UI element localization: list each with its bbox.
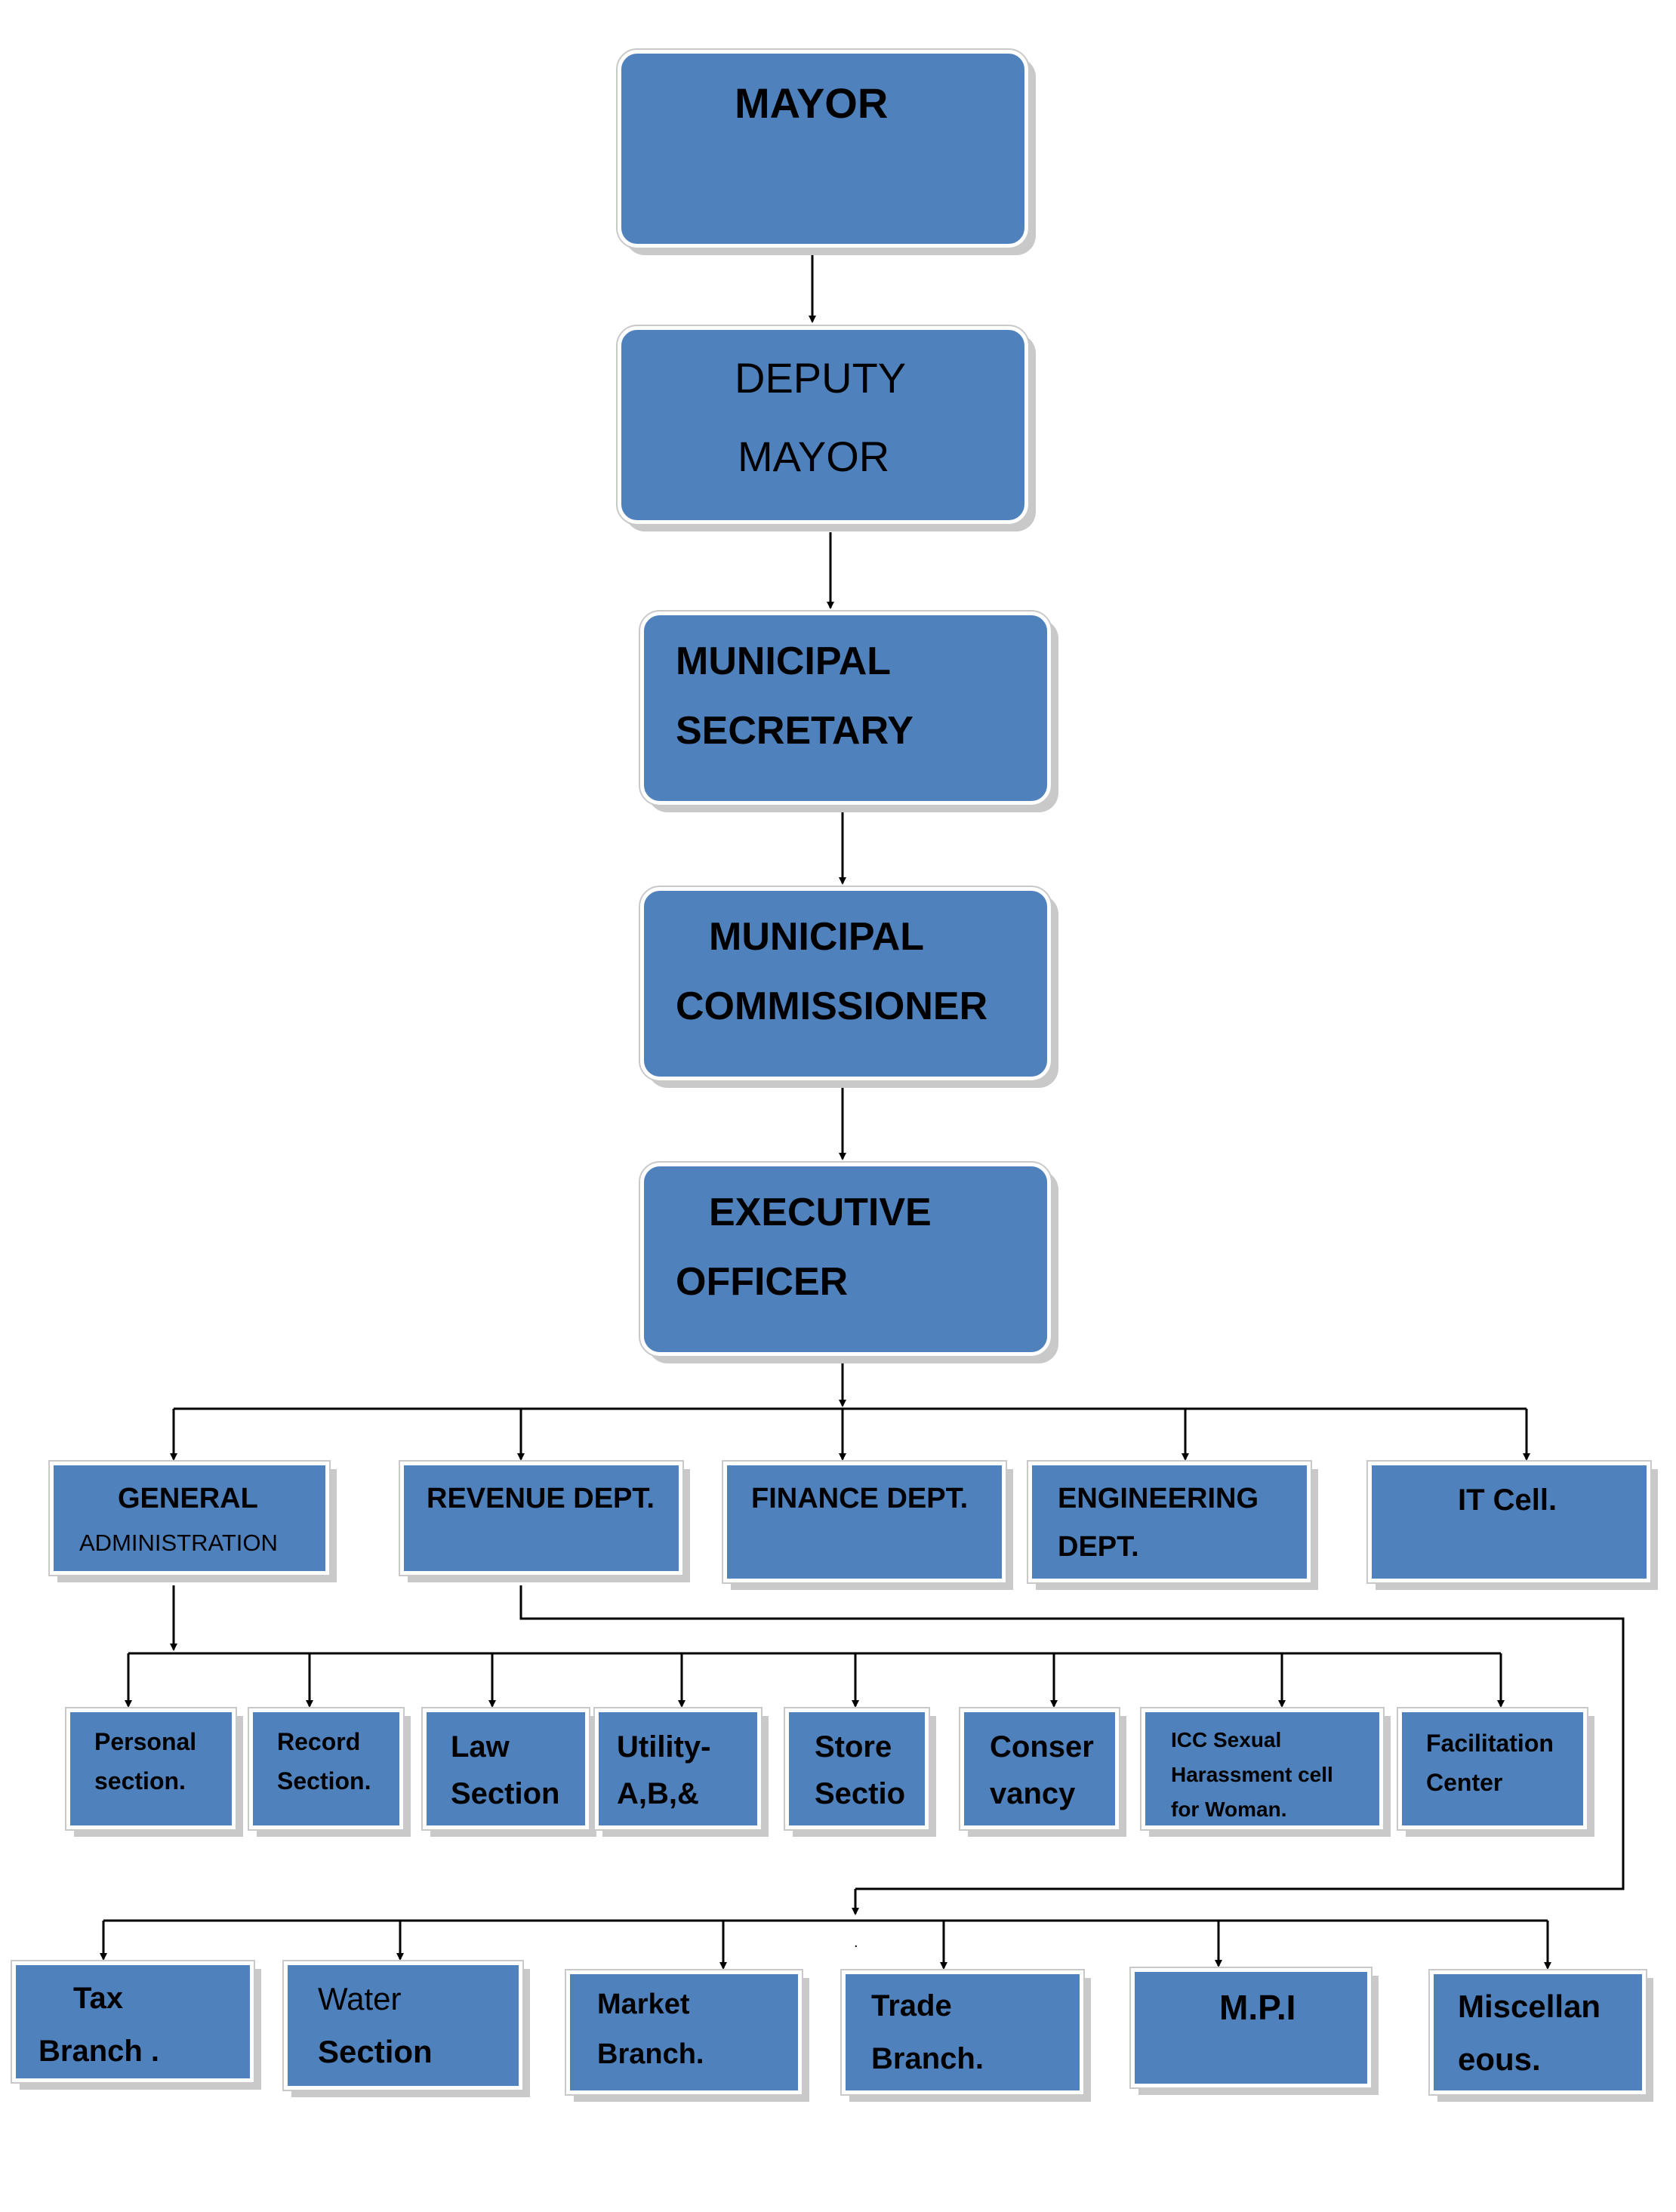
water-section-label-2: Section (318, 2034, 433, 2069)
general-administration-label-1: GENERAL (118, 1483, 258, 1514)
revenue-dept-label: REVENUE DEPT. (427, 1483, 655, 1514)
store-section-label-1: Store (815, 1730, 892, 1764)
utility-section-box: Utility- A,B,& (593, 1707, 763, 1831)
water-section-box: Water Section (282, 1960, 524, 2091)
municipal-commissioner-label-1: MUNICIPAL (709, 915, 925, 959)
law-section-box: Law Section (421, 1707, 590, 1831)
stray-dot: . (854, 1934, 858, 1951)
trade-branch-label-2: Branch. (871, 2042, 984, 2075)
personal-section-label-2: section. (94, 1767, 186, 1795)
icc-harassment-cell-label-2: Harassment cell (1171, 1763, 1333, 1786)
store-section-box: Store Sectio (784, 1707, 930, 1831)
law-section-label-2: Section (451, 1777, 560, 1810)
icc-harassment-cell-label-1: ICC Sexual (1171, 1728, 1282, 1751)
record-section-box: Record Section. (248, 1707, 405, 1831)
finance-dept-box: FINANCE DEPT. (722, 1460, 1007, 1584)
general-administration-label-2: ADMINISTRATION (79, 1530, 278, 1556)
trade-branch-label-1: Trade (871, 1989, 952, 2023)
general-administration-box: GENERAL ADMINISTRATION (48, 1460, 331, 1576)
deputy-mayor-label-1: DEPUTY (735, 354, 907, 402)
record-section-label-1: Record (277, 1728, 361, 1755)
water-section-label-1: Water (318, 1981, 402, 2016)
tax-branch-label-1: Tax (73, 1982, 123, 2015)
facilitation-center-label-2: Center (1426, 1769, 1503, 1796)
revenue-connector (519, 1585, 1625, 1890)
personal-section-label-1: Personal (94, 1728, 197, 1755)
trade-branch-box: Trade Branch. (840, 1969, 1085, 2096)
law-section-label-1: Law (451, 1730, 510, 1764)
municipal-secretary-label-2: SECRETARY (676, 709, 913, 753)
utility-section-label-2: A,B,& (617, 1777, 699, 1810)
executive-officer-label-2: OFFICER (676, 1260, 849, 1304)
facilitation-center-box: Facilitation Center (1397, 1707, 1588, 1831)
municipal-secretary-label-1: MUNICIPAL (676, 639, 892, 683)
mayor-box: MAYOR (616, 48, 1030, 249)
municipal-commissioner-box: MUNICIPAL COMMISSIONER (639, 886, 1052, 1082)
deputy-mayor-label-2: MAYOR (738, 433, 890, 480)
executive-officer-box: EXECUTIVE OFFICER (639, 1161, 1052, 1357)
icc-harassment-cell-label-3: for Woman. (1171, 1798, 1287, 1821)
store-section-label-2: Sectio (815, 1777, 906, 1810)
market-branch-label-2: Branch. (597, 2038, 704, 2070)
utility-section-label-1: Utility- (617, 1730, 711, 1764)
personal-section-box: Personal section. (65, 1707, 237, 1831)
municipal-secretary-box: MUNICIPAL SECRETARY (639, 610, 1052, 806)
engineering-dept-label-1: ENGINEERING (1058, 1483, 1259, 1514)
icc-harassment-cell-box: ICC Sexual Harassment cell for Woman. (1140, 1707, 1385, 1831)
tax-branch-box: Tax Branch . (11, 1960, 255, 2084)
facilitation-center-label-1: Facilitation (1426, 1730, 1554, 1757)
finance-dept-label: FINANCE DEPT. (751, 1483, 969, 1514)
conservancy-section-label-2: vancy (990, 1777, 1076, 1810)
municipal-commissioner-label-2: COMMISSIONER (676, 984, 988, 1028)
market-branch-box: Market Branch. (565, 1969, 803, 2096)
engineering-dept-box: ENGINEERING DEPT. (1027, 1460, 1312, 1584)
executive-officer-label-1: EXECUTIVE (709, 1191, 932, 1234)
deputy-mayor-box: DEPUTY MAYOR (616, 325, 1030, 525)
it-cell-label: IT Cell. (1458, 1483, 1557, 1517)
it-cell-box: IT Cell. (1366, 1460, 1652, 1584)
mpi-label: M.P.I (1219, 1988, 1296, 2027)
miscellaneous-label-2: eous. (1458, 2041, 1541, 2077)
tax-branch-label-2: Branch . (39, 2035, 160, 2068)
market-branch-label-1: Market (597, 1989, 690, 2020)
record-section-label-2: Section. (277, 1767, 371, 1795)
miscellaneous-box: Miscellan eous. (1428, 1969, 1647, 2096)
conservancy-section-box: Conser vancy (959, 1707, 1120, 1831)
engineering-dept-label-2: DEPT. (1058, 1531, 1139, 1563)
conservancy-section-label-1: Conser (990, 1730, 1094, 1764)
miscellaneous-label-1: Miscellan (1458, 1989, 1601, 2024)
mayor-label: MAYOR (735, 79, 889, 127)
revenue-dept-box: REVENUE DEPT. (399, 1460, 684, 1576)
mpi-box: M.P.I (1129, 1967, 1373, 2089)
